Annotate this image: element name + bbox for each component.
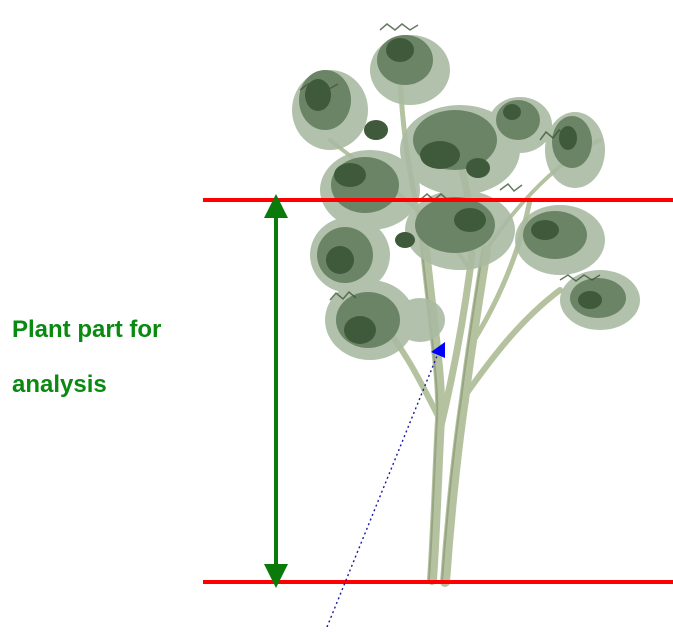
plant-part-label-line2: analysis xyxy=(12,371,107,399)
plant-part-label-line1: Plant part for xyxy=(12,316,161,344)
parsley-plant-illustration xyxy=(292,24,640,582)
dotted-pointer-arrow xyxy=(327,342,445,627)
